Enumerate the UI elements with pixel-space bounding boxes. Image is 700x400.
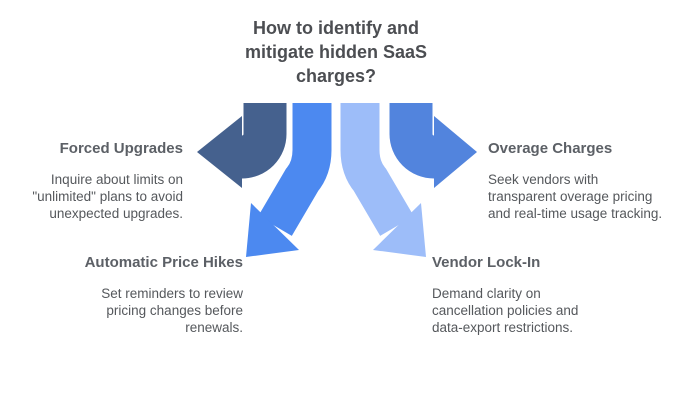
section-heading-automatic-price-hikes: Automatic Price Hikes — [84, 254, 243, 271]
page-title: How to identify and mitigate hidden SaaS… — [244, 18, 428, 86]
section-heading-overage-charges: Overage Charges — [488, 140, 613, 157]
section-body-automatic-price-hikes: Set reminders to review pricing changes … — [101, 286, 243, 335]
arrow-vendor-lock-in-shaft — [340, 103, 414, 236]
arrow-automatic-price-hikes-shaft — [258, 103, 332, 236]
arrow-forced-upgrades-head — [197, 116, 242, 188]
section-body-overage-charges: Seek vendors with transparent overage pr… — [488, 172, 663, 221]
section-overage-charges: Overage Charges Seek vendors with transp… — [488, 140, 688, 222]
section-body-vendor-lock-in: Demand clarity on cancellation policies … — [432, 286, 579, 335]
arrow-automatic-price-hikes-head — [246, 203, 299, 257]
arrow-overage-charges — [389, 103, 477, 188]
section-vendor-lock-in: Vendor Lock-In Demand clarity on cancell… — [432, 254, 632, 336]
section-automatic-price-hikes: Automatic Price Hikes Set reminders to r… — [43, 254, 243, 336]
arrow-forced-upgrades-shaft — [240, 103, 287, 179]
section-heading-vendor-lock-in: Vendor Lock-In — [432, 254, 541, 271]
arrow-overage-charges-head — [434, 116, 477, 188]
arrow-forced-upgrades — [197, 103, 287, 188]
section-heading-forced-upgrades: Forced Upgrades — [59, 140, 183, 157]
section-body-forced-upgrades: Inquire about limits on "unlimited" plan… — [32, 172, 183, 221]
arrow-automatic-price-hikes — [246, 103, 332, 257]
arrow-vendor-lock-in — [340, 103, 426, 257]
arrow-vendor-lock-in-head — [373, 203, 426, 257]
arrow-overage-charges-shaft — [389, 103, 436, 179]
section-forced-upgrades: Forced Upgrades Inquire about limits on … — [0, 140, 183, 222]
